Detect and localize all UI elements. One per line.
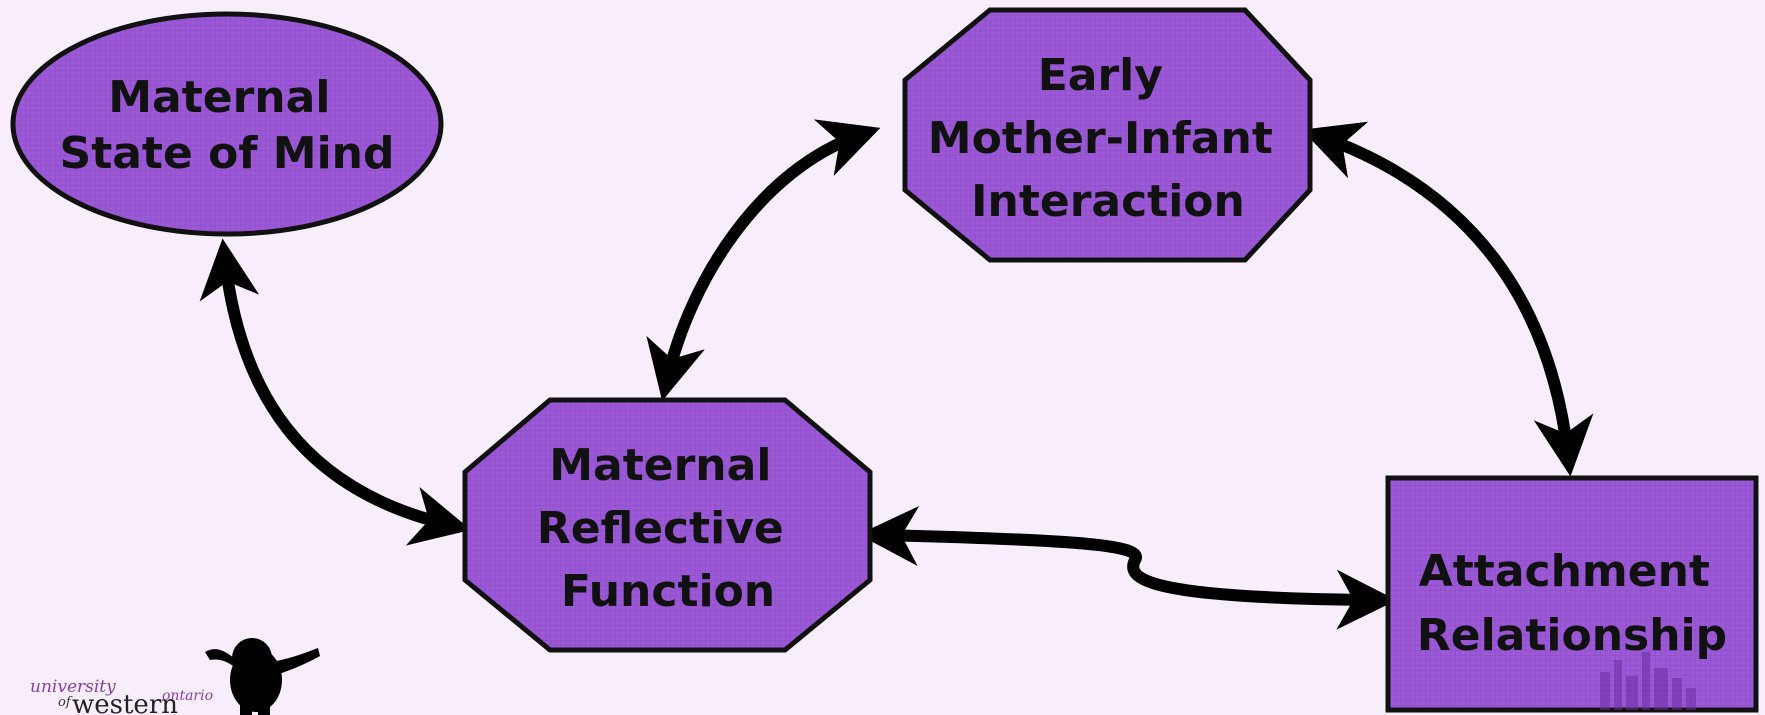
- building-silhouette-icon: [1600, 652, 1696, 710]
- node-maternal-reflective-function: Maternal Reflective Function: [462, 397, 873, 653]
- node-text-maternal-state-of-mind: Maternal State of Mind: [60, 72, 395, 179]
- jumping-figure-icon: [205, 638, 320, 715]
- arrow-reflective-to-attachment: [858, 505, 1397, 630]
- node-text-early-mother-infant-interaction: Early Mother-Infant Interaction: [928, 50, 1288, 227]
- university-logo: university of western ontario: [30, 638, 320, 715]
- arrow-interaction-to-reflective: [646, 119, 881, 402]
- node-text-maternal-reflective-function: Maternal Reflective Function: [537, 440, 799, 617]
- node-text-attachment-relationship: Attachment Relationship: [1417, 546, 1727, 661]
- arrow-state-to-reflective: [199, 238, 472, 546]
- logo-word-university: university: [30, 677, 116, 697]
- logo-word-ontario: ontario: [162, 688, 213, 704]
- node-attachment-relationship: Attachment Relationship: [1385, 475, 1759, 713]
- node-maternal-state-of-mind: Maternal State of Mind: [10, 11, 444, 237]
- logo-word-western: western: [72, 690, 178, 715]
- node-early-mother-infant-interaction: Early Mother-Infant Interaction: [902, 7, 1313, 263]
- arrow-interaction-to-attachment: [1301, 121, 1594, 477]
- logo-word-of: of: [58, 695, 73, 710]
